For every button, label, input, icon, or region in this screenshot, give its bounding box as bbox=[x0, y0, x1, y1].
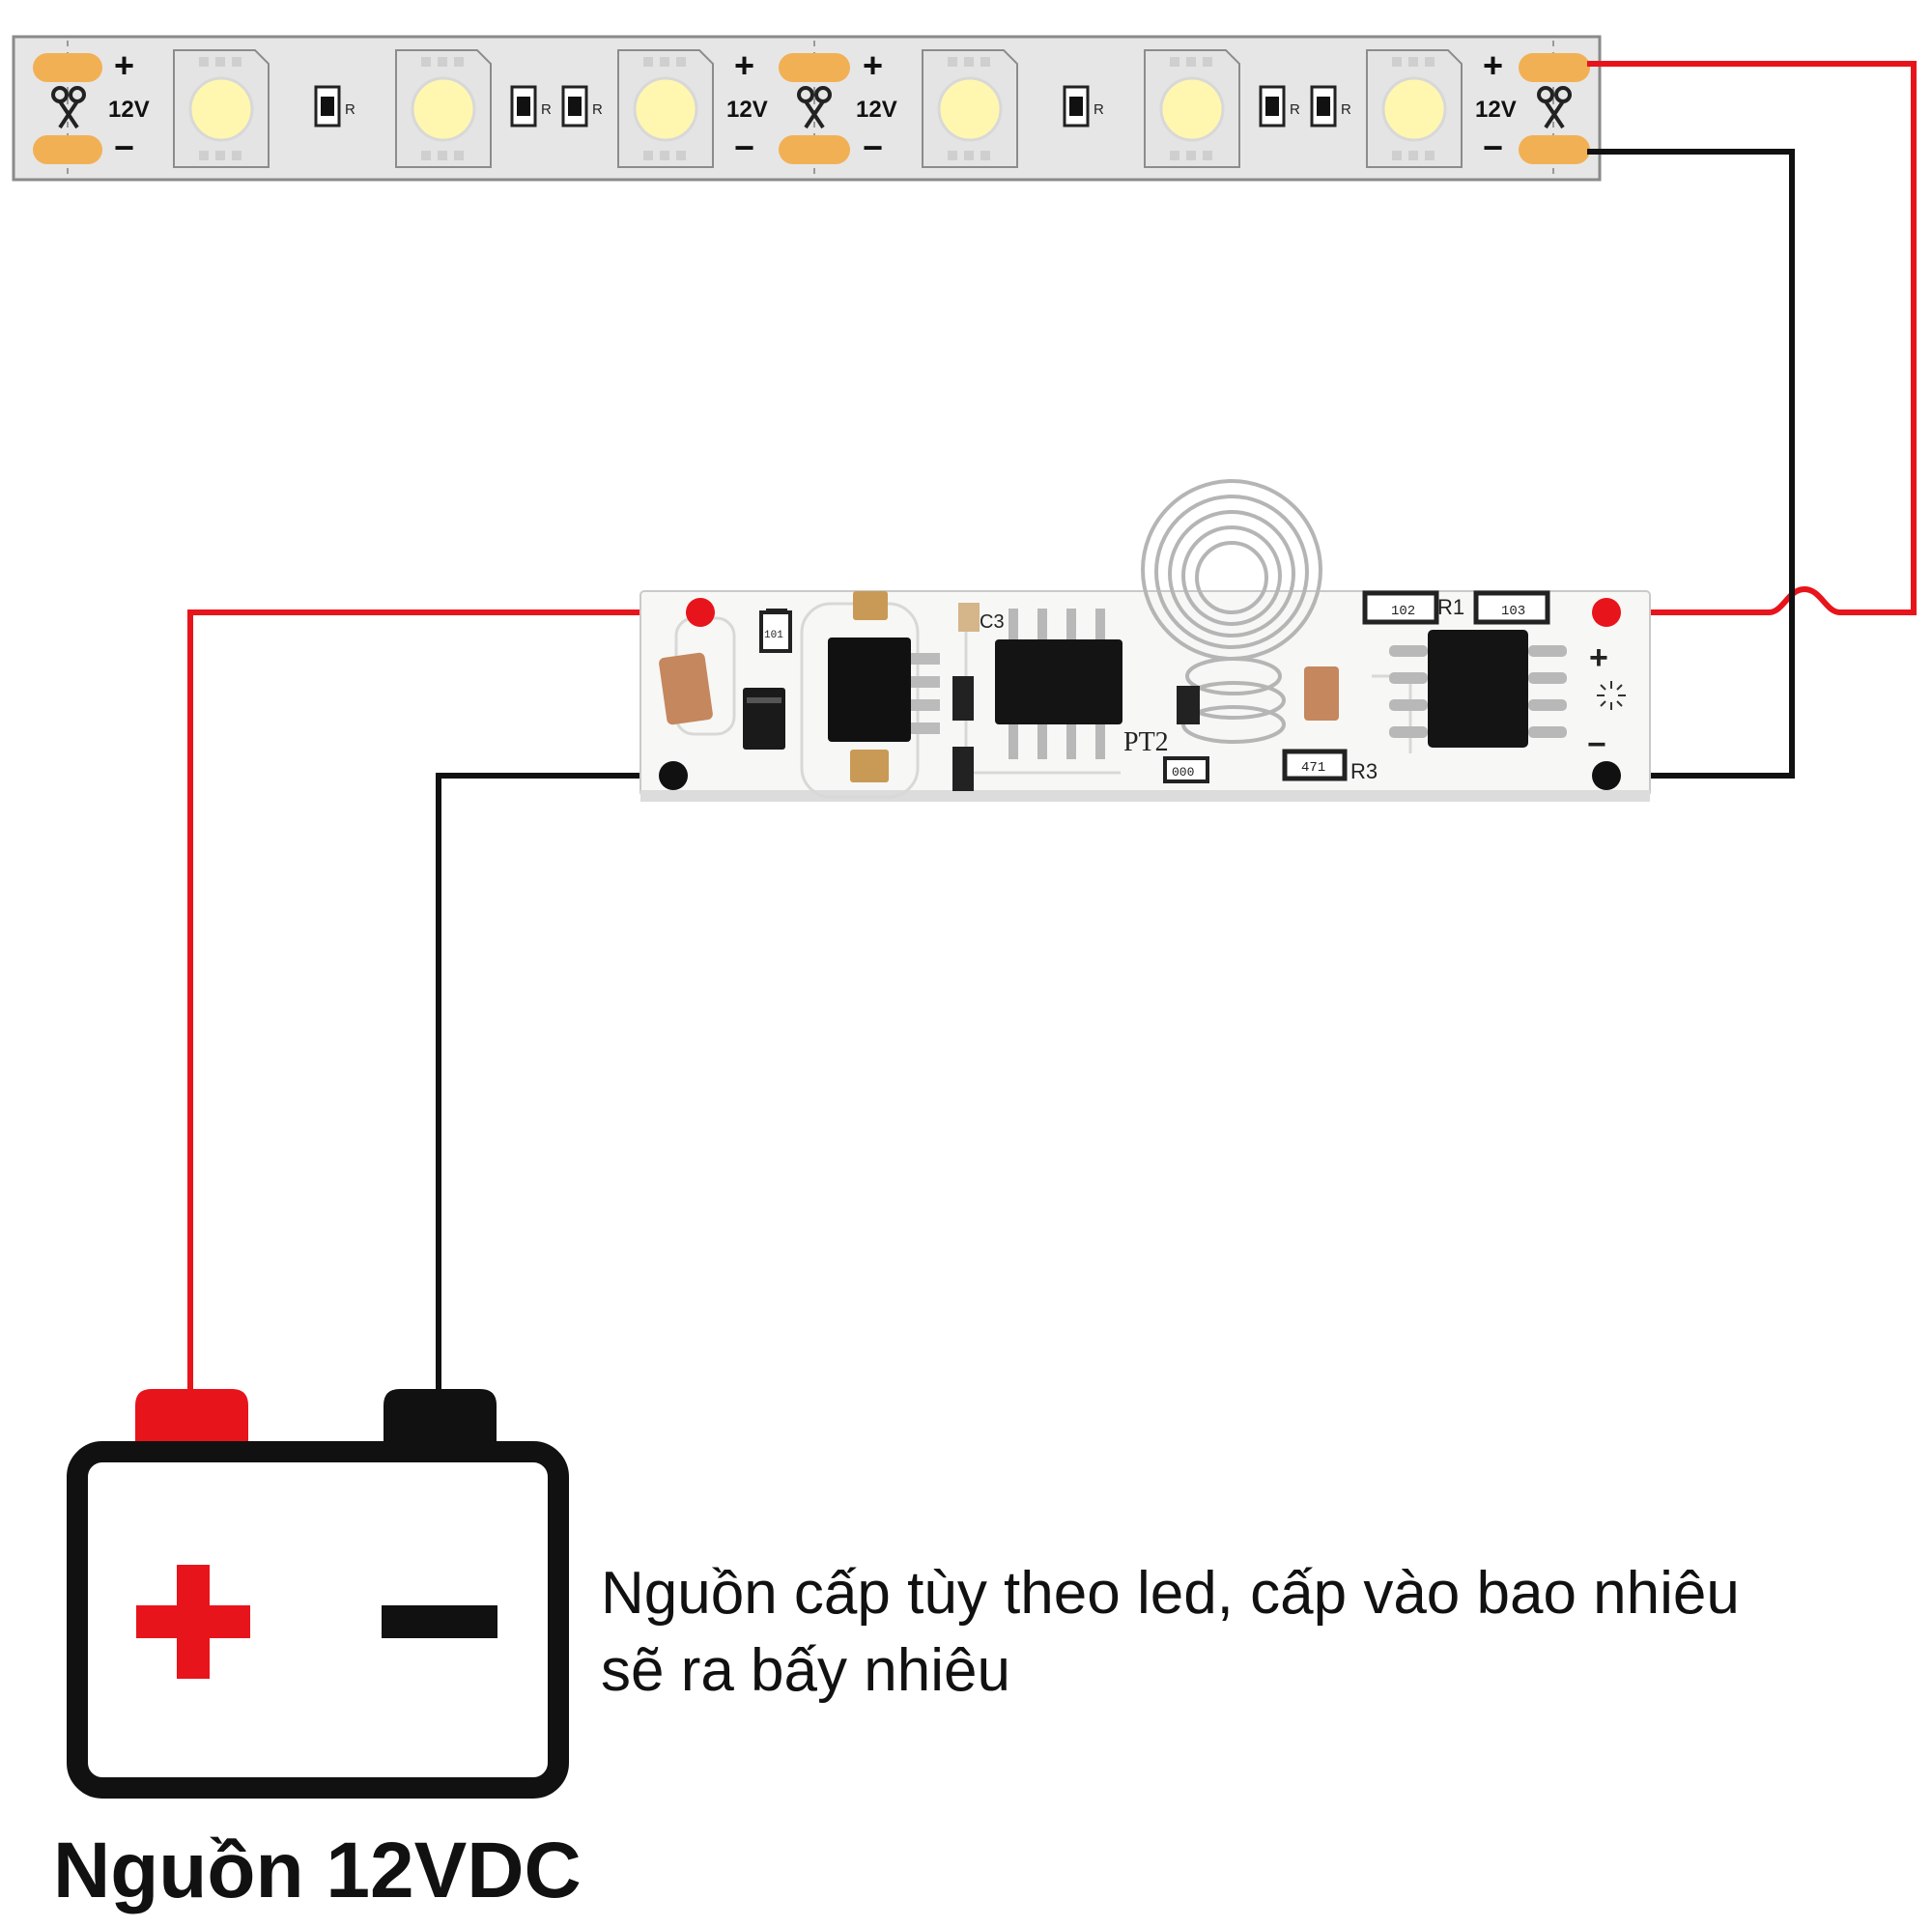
ceramic-capacitor bbox=[850, 750, 889, 782]
designator-r1: R1 bbox=[1437, 595, 1464, 619]
led-chip bbox=[395, 49, 492, 168]
supply-note-line1: Nguồn cấp tùy theo led, cấp vào bao nhiê… bbox=[601, 1560, 1740, 1627]
strip-resistor: R bbox=[510, 85, 552, 128]
strip-plus-label: + bbox=[1483, 45, 1503, 85]
output-positive-terminal bbox=[1592, 598, 1621, 627]
resistor-label: R bbox=[345, 101, 355, 118]
resistor-label: R bbox=[592, 101, 603, 118]
smd-resistor bbox=[952, 676, 974, 721]
strip-resistor: R bbox=[1063, 85, 1104, 128]
resistor-label: R bbox=[541, 101, 552, 118]
resistor-label: R bbox=[1290, 101, 1300, 118]
power-source-title: Nguồn 12VDC bbox=[53, 1827, 582, 1914]
supply-note: Nguồn cấp tùy theo led, cấp vào bao nhiê… bbox=[601, 1555, 1895, 1710]
strip-minus-label: − bbox=[1483, 128, 1503, 167]
resistor-code: 471 bbox=[1301, 760, 1325, 776]
led-strip: + 12V − + 12V − + 12V − + 12V − R R R R R R bbox=[12, 35, 1602, 182]
input-positive-terminal bbox=[686, 598, 715, 627]
output-negative-terminal bbox=[1592, 761, 1621, 790]
strip-minus-label: − bbox=[734, 128, 754, 167]
positive-wire-strip bbox=[1587, 61, 1917, 615]
strip-resistor: R bbox=[561, 85, 603, 128]
smd-resistor bbox=[1362, 590, 1439, 625]
strip-plus-label: + bbox=[734, 45, 754, 85]
designator-r3: R3 bbox=[1350, 759, 1378, 783]
smd-resistor bbox=[759, 610, 792, 653]
designator-c3: C3 bbox=[980, 611, 1005, 633]
voltage-regulator bbox=[828, 638, 911, 742]
supply-note-line2: sẽ ra bấy nhiêu bbox=[601, 1637, 1010, 1704]
scissors-icon bbox=[51, 86, 86, 129]
strip-resistor: R bbox=[1310, 85, 1351, 128]
led-chip bbox=[1366, 49, 1463, 168]
smd-resistor bbox=[958, 603, 980, 632]
strip-voltage-label: 12V bbox=[856, 97, 897, 123]
ceramic-capacitor bbox=[853, 591, 888, 620]
resistor-code: 102 bbox=[1391, 604, 1415, 619]
controller-plus-mark: + bbox=[1589, 639, 1608, 676]
smd-resistor bbox=[1163, 756, 1209, 783]
solder-pads-right bbox=[1519, 53, 1590, 164]
wiring bbox=[187, 61, 1917, 1391]
touch-ic-chip bbox=[1428, 630, 1528, 748]
diode bbox=[743, 688, 785, 750]
strip-resistor: R bbox=[1259, 85, 1300, 128]
battery-negative-terminal bbox=[384, 1389, 497, 1454]
led-chip bbox=[1144, 49, 1240, 168]
smd-resistor bbox=[1473, 590, 1550, 625]
resistor-label: R bbox=[1094, 101, 1104, 118]
electrolytic-capacitor bbox=[659, 652, 713, 725]
resistor-code: 000 bbox=[1172, 765, 1194, 779]
led-chip bbox=[922, 49, 1018, 168]
strip-minus-label: − bbox=[114, 128, 134, 167]
battery-minus-symbol bbox=[382, 1605, 497, 1638]
smd-resistor bbox=[952, 747, 974, 791]
strip-plus-label: + bbox=[114, 45, 134, 85]
solder-pads-left bbox=[33, 53, 102, 164]
mosfet-chip bbox=[995, 639, 1122, 724]
input-negative-terminal bbox=[659, 761, 688, 790]
resistor-code: 103 bbox=[1501, 604, 1525, 619]
resistor-code: 101 bbox=[764, 630, 783, 641]
strip-voltage-label: 12V bbox=[726, 97, 768, 123]
positive-wire-battery bbox=[187, 609, 700, 1391]
led-chip bbox=[173, 49, 270, 168]
strip-voltage-label: 12V bbox=[1475, 97, 1517, 123]
battery-positive-terminal bbox=[135, 1389, 248, 1454]
strip-plus-label: + bbox=[863, 45, 883, 85]
controller-minus-mark: − bbox=[1587, 726, 1606, 763]
led-chip bbox=[617, 49, 714, 168]
negative-wire-strip bbox=[1587, 149, 1795, 779]
strip-minus-label: − bbox=[863, 128, 883, 167]
scissors-icon bbox=[1537, 86, 1572, 129]
light-icon bbox=[1597, 681, 1626, 710]
strip-resistor: R bbox=[314, 85, 355, 128]
battery-icon bbox=[67, 1389, 569, 1799]
resistor-label: R bbox=[1341, 101, 1351, 118]
touch-dimmer-controller: 102 103 471 000 101 R1 R3 PT2 C3 + − bbox=[639, 479, 1651, 802]
negative-wire-battery bbox=[436, 773, 673, 1391]
strip-voltage-label: 12V bbox=[108, 97, 150, 123]
designator-pt2: PT2 bbox=[1123, 727, 1169, 757]
scissors-icon bbox=[797, 86, 832, 129]
solder-pads-middle bbox=[779, 53, 850, 164]
smd-resistor bbox=[1282, 749, 1348, 781]
